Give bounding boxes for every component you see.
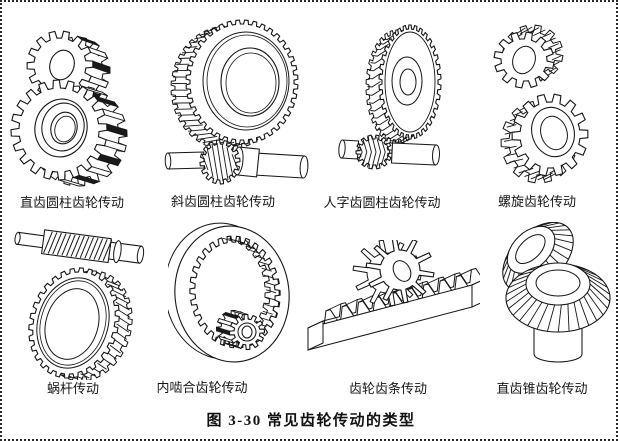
label-internal-gear-drive: 内啮合齿轮传动 bbox=[156, 380, 248, 395]
helical-gear-illustration bbox=[164, 19, 309, 185]
internal-gear-illustration bbox=[168, 222, 290, 363]
spiral-gear-illustration bbox=[493, 24, 589, 184]
figure-caption: 图 3-30 常见齿轮传动的类型 bbox=[206, 413, 416, 429]
label-worm-drive: 蜗杆传动 bbox=[46, 381, 99, 396]
label-spur-gear-drive: 直齿圆柱齿轮传动 bbox=[19, 195, 124, 210]
label-rack-pinion-drive: 齿轮齿条传动 bbox=[348, 381, 427, 396]
rack-pinion-illustration bbox=[307, 240, 480, 351]
label-bevel-gear-drive: 直齿锥齿轮传动 bbox=[496, 381, 588, 396]
bevel-gear-illustration bbox=[502, 222, 611, 363]
spur-gear-illustration bbox=[10, 30, 128, 187]
label-helical-gear-drive: 斜齿圆柱齿轮传动 bbox=[170, 194, 275, 209]
worm-drive-illustration bbox=[14, 229, 145, 380]
herringbone-gear-illustration bbox=[338, 24, 442, 170]
label-herringbone-gear-drive: 人字齿圆柱齿轮传动 bbox=[323, 195, 441, 210]
label-spiral-gear-drive: 螺旋齿轮传动 bbox=[497, 194, 576, 209]
